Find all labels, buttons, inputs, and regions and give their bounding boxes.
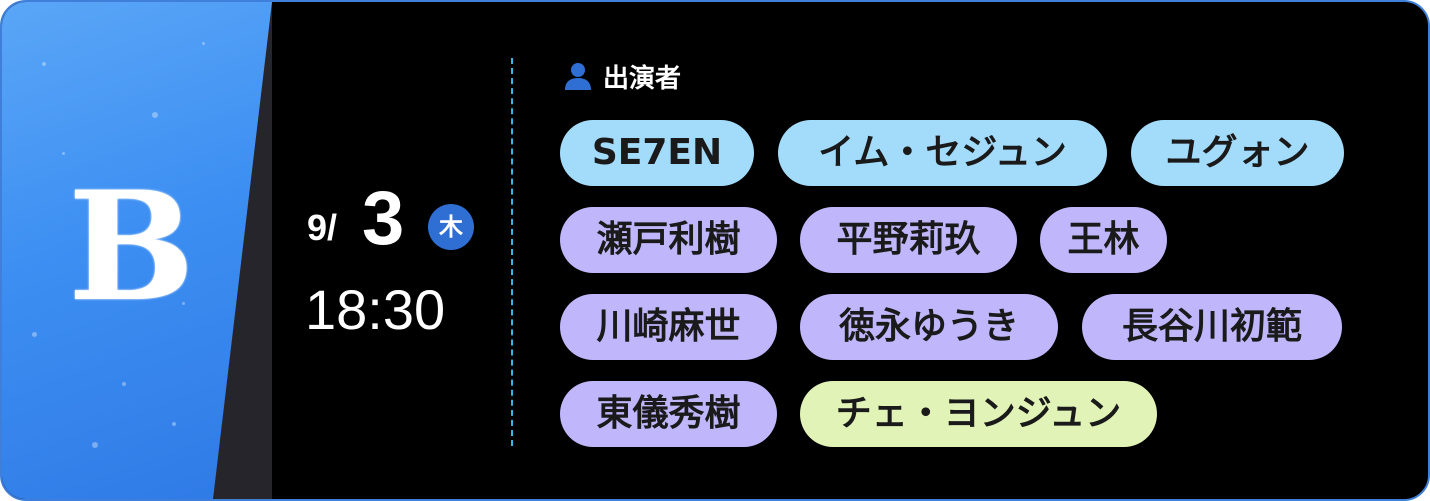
date-day: 3 [362,176,405,261]
performer-tag: ユグォン [1131,120,1344,186]
performer-tag: SE7EN [560,120,754,186]
event-time: 18:30 [305,278,446,341]
cast-label: 出演者 [603,63,682,94]
performer-tag: 長谷川初範 [1082,294,1342,360]
performer-tag: 東儀秀樹 [560,381,777,447]
performer-tag: 徳永ゆうき [800,294,1058,360]
performer-tag: 平野莉玖 [800,207,1017,273]
date-month: 9/ [307,207,338,248]
cast-header: 出演者 [563,58,681,94]
person-icon [565,63,591,90]
performer-tag: 王林 [1040,207,1167,273]
block-letter: B [68,159,195,335]
dashed-divider [511,58,513,446]
weekday-badge: 木 [428,204,474,250]
performer-tag: チェ・ヨンジュン [800,381,1157,447]
performer-tag: 瀬戸利樹 [560,207,777,273]
performer-tag: イム・セジュン [778,120,1107,186]
event-date: 9/ 3 木 [307,179,487,267]
performer-tag: 川崎麻世 [560,294,777,360]
